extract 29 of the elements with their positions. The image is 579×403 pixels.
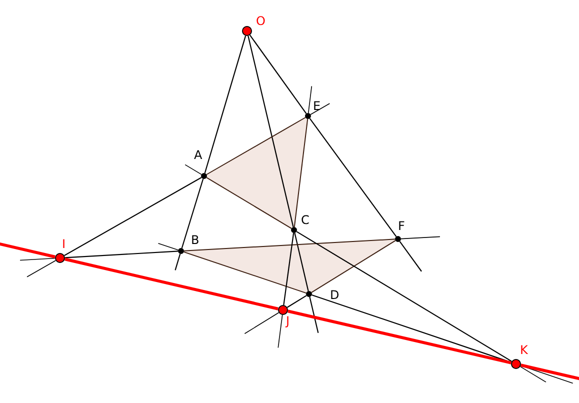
line xyxy=(64,258,278,310)
line-segment xyxy=(294,118,308,228)
line-segment xyxy=(184,238,396,252)
line-segment xyxy=(183,251,307,294)
line-segment xyxy=(181,178,204,248)
line-segment xyxy=(283,232,294,306)
line-segment xyxy=(249,34,307,114)
point-label: D xyxy=(330,288,340,302)
line xyxy=(288,310,512,364)
point-label: J xyxy=(286,314,290,328)
line-segment xyxy=(204,36,246,174)
line-segment xyxy=(296,231,512,362)
point-label: I xyxy=(62,237,66,251)
line-segment xyxy=(64,250,178,258)
point-label: A xyxy=(194,148,202,162)
line-segment xyxy=(64,177,202,256)
line-segment xyxy=(206,177,292,229)
line-segment xyxy=(311,240,396,293)
line-segment xyxy=(286,295,307,308)
line-segment xyxy=(206,117,306,175)
line-segment xyxy=(294,232,309,292)
point-label: E xyxy=(313,99,321,113)
point-label: F xyxy=(398,219,405,233)
point-label: B xyxy=(191,233,200,247)
line-segment xyxy=(309,118,397,237)
point-label: K xyxy=(520,343,528,357)
line-segment xyxy=(248,36,294,228)
point-label: O xyxy=(256,14,266,28)
point-label: C xyxy=(301,213,310,227)
